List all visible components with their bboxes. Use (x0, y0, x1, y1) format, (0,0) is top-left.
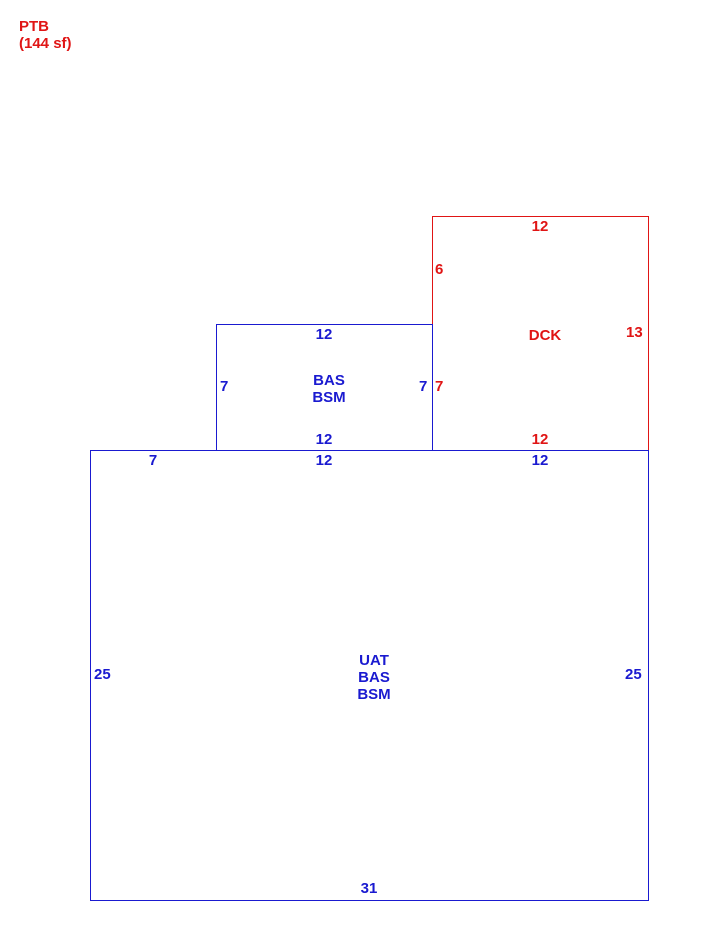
main-dim-top-mid: 12 (315, 452, 333, 469)
dck-label: DCK (528, 327, 562, 344)
main-dim-top-left: 7 (148, 452, 158, 469)
dck-dim-top: 12 (531, 218, 549, 235)
legend-area: (144 sf) (19, 35, 72, 52)
main-label: UAT BAS BSM (357, 652, 391, 703)
main-dim-bottom: 31 (360, 880, 378, 897)
bas-upper-dim-top: 12 (315, 326, 333, 343)
dck-dim-bottom: 12 (531, 431, 549, 448)
main-dim-top-right: 12 (531, 452, 549, 469)
bas-upper-dim-left: 7 (220, 378, 229, 395)
main-dim-right: 25 (625, 666, 642, 683)
dck-dim-right: 13 (626, 324, 643, 341)
bas-upper-label: BAS BSM (312, 372, 346, 406)
legend-code: PTB (19, 18, 49, 35)
legend: PTB (144 sf) (19, 18, 72, 52)
main-dim-left: 25 (94, 666, 111, 683)
dck-dim-left: 6 (435, 261, 444, 278)
main-outline (90, 450, 649, 901)
dck-dim-left-lower: 7 (435, 378, 444, 395)
bas-upper-dim-bottom: 12 (315, 431, 333, 448)
bas-upper-dim-right: 7 (419, 378, 428, 395)
